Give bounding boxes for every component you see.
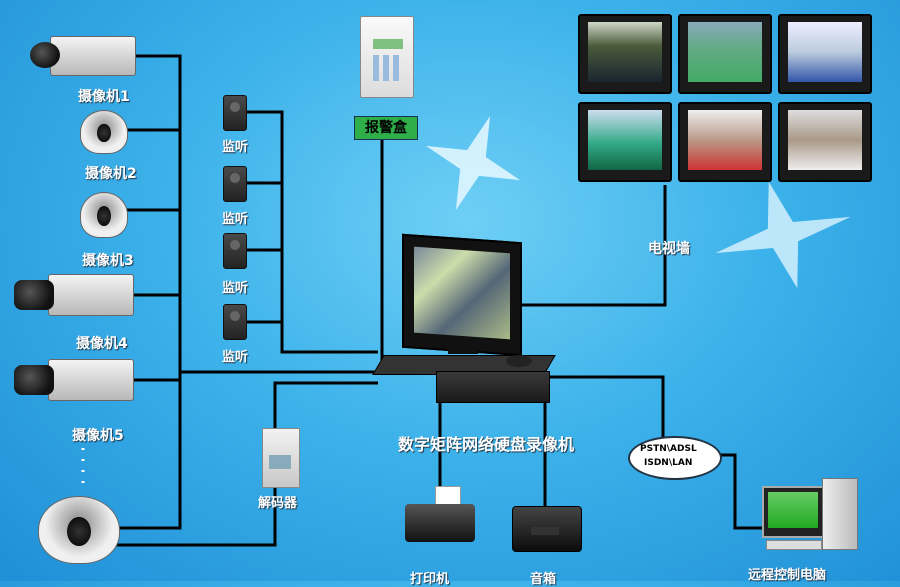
camera-body	[48, 359, 134, 401]
printer	[405, 486, 477, 548]
camera-4-label: 摄像机4	[76, 336, 128, 352]
pc-monitor	[762, 486, 824, 538]
mouse-icon	[506, 355, 532, 367]
speaker-grille	[531, 527, 559, 535]
dvr-monitor	[402, 233, 522, 357]
tv-wall	[578, 14, 873, 184]
camera-lens	[14, 280, 54, 310]
audio-monitor-4	[223, 304, 247, 340]
alarm-box-label: 报警盒	[354, 116, 418, 140]
pc-keyboard	[766, 540, 822, 550]
ptz-dome-camera	[38, 496, 120, 564]
decoder-panel	[269, 455, 291, 469]
camera-2	[80, 110, 128, 154]
dvr-label: 数字矩阵网络硬盘录像机	[398, 435, 575, 454]
star-decoration	[426, 116, 520, 210]
camera-lens	[14, 365, 54, 395]
network-line-2: ISDN\LAN	[644, 458, 693, 468]
camera-lens	[67, 516, 91, 547]
alarm-display	[373, 39, 403, 49]
speaker	[512, 506, 582, 552]
printer-label: 打印机	[410, 572, 450, 587]
alarm-box	[360, 16, 414, 98]
remote-pc-label: 远程控制电脑	[748, 568, 827, 583]
audio-monitor-2-label: 监听	[222, 212, 249, 227]
monitor-stand	[448, 342, 478, 354]
camera-lens	[97, 206, 111, 226]
camera-2-label: 摄像机2	[85, 166, 137, 182]
tv-screen	[578, 102, 672, 182]
pc-screen	[768, 492, 818, 528]
audio-monitor-3-label: 监听	[222, 281, 249, 296]
monitor-screen	[414, 246, 510, 340]
audio-monitor-2	[223, 166, 247, 202]
alarm-keypad	[373, 55, 403, 81]
camera-lens	[97, 123, 111, 143]
camera-5-label: 摄像机5	[72, 428, 124, 444]
tv-screen	[678, 14, 772, 94]
audio-monitor-1	[223, 95, 247, 131]
camera-5	[12, 355, 134, 407]
monitor-bezel	[402, 233, 522, 357]
tv-wall-label: 电视墙	[648, 241, 690, 257]
dvr-front	[436, 371, 550, 403]
tv-screen	[778, 102, 872, 182]
tv-screen	[778, 14, 872, 94]
printer-body	[405, 504, 475, 542]
dvr-unit	[372, 355, 556, 405]
camera-lens	[30, 42, 60, 68]
tv-screen	[578, 14, 672, 94]
pc-tower	[822, 478, 858, 550]
camera-3-label: 摄像机3	[82, 253, 134, 269]
camera-1	[28, 32, 138, 82]
network-cloud: PSTN\ADSL ISDN\LAN	[628, 436, 722, 480]
star-decoration	[715, 181, 851, 289]
tv-screen	[678, 102, 772, 182]
camera-body	[50, 36, 136, 76]
camera-body	[48, 274, 134, 316]
speaker-label: 音箱	[530, 572, 557, 587]
camera-4	[12, 270, 134, 322]
camera-3	[80, 192, 128, 238]
audio-monitor-3	[223, 233, 247, 269]
audio-monitor-4-label: 监听	[222, 350, 249, 365]
camera-1-label: 摄像机1	[78, 89, 130, 105]
remote-pc	[762, 478, 862, 556]
network-line-1: PSTN\ADSL	[640, 444, 697, 454]
audio-monitor-1-label: 监听	[222, 140, 249, 155]
decoder	[262, 428, 300, 488]
decoder-label: 解码器	[258, 496, 298, 511]
